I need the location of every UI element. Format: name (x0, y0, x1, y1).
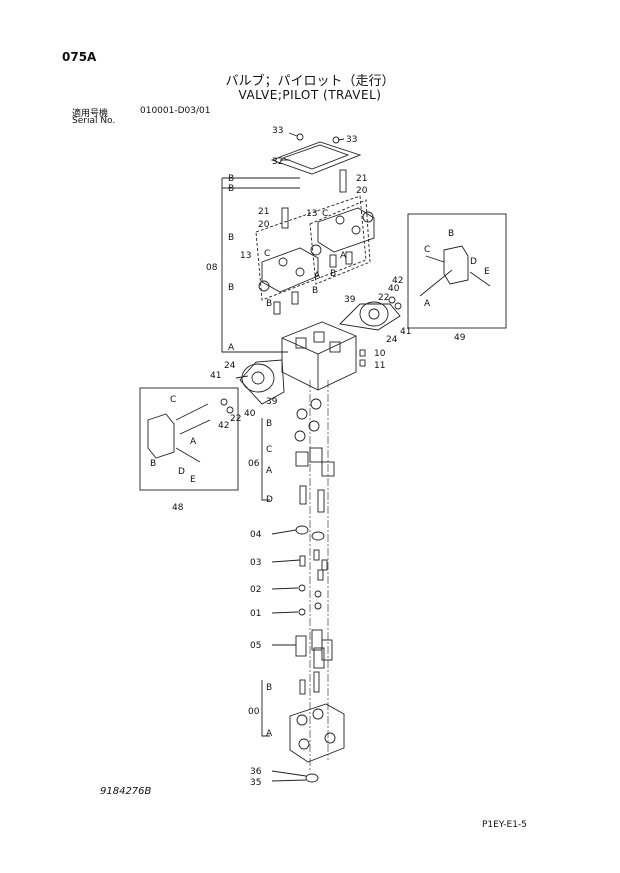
callout-41a: 41 (400, 327, 411, 337)
callout-21a: 21 (356, 174, 367, 184)
detail-box-49 (407, 213, 507, 329)
callout-39b: 39 (266, 397, 278, 407)
valve-block-shape (289, 703, 345, 763)
callout-10: 10 (374, 349, 386, 359)
callout-06-D: D (266, 495, 273, 505)
callout-11: 11 (374, 361, 385, 371)
callout-13b: 13 (240, 251, 251, 261)
callout-48-A: A (190, 437, 197, 447)
callout-03: 03 (250, 558, 261, 568)
callout-48-C: C (170, 395, 176, 405)
callout-22b: 22 (230, 414, 241, 424)
callout-A2: A (314, 271, 321, 281)
callout-39a: 39 (344, 295, 356, 305)
cover-plate-shape (270, 141, 362, 175)
serial-label-english: Serial No. (72, 116, 116, 126)
callout-B3: B (228, 233, 234, 243)
callout-33a: 33 (272, 126, 283, 136)
callout-49-D: D (470, 257, 477, 267)
callout-20b: 20 (258, 220, 270, 230)
callout-01: 01 (250, 609, 261, 619)
callout-06-A: A (266, 466, 273, 476)
callout-C1: C (322, 209, 328, 219)
callout-36: 36 (250, 767, 262, 777)
callout-22a: 22 (378, 293, 389, 303)
page-reference: P1EY-E1-5 (482, 820, 527, 830)
callout-49: 49 (454, 333, 466, 343)
callout-48: 48 (172, 503, 184, 513)
callout-49-E: E (484, 267, 490, 277)
callout-04: 04 (250, 530, 262, 540)
callout-C2: C (264, 249, 270, 259)
callout-42a: 42 (392, 276, 403, 286)
callout-A1: A (340, 251, 347, 261)
callout-42b: 42 (218, 421, 229, 431)
detail-box-48 (139, 387, 239, 491)
callout-B6: B (312, 286, 318, 296)
callout-B5: B (330, 269, 336, 279)
valve-body-shape (281, 321, 357, 391)
callout-06-B: B (266, 419, 272, 429)
callout-35: 35 (250, 778, 261, 788)
callout-48-D: D (178, 467, 185, 477)
callout-05: 05 (250, 641, 261, 651)
callout-24b: 24 (224, 361, 236, 371)
callout-48-B: B (150, 459, 156, 469)
callout-B2: B (228, 184, 234, 194)
callout-20a: 20 (356, 186, 368, 196)
callout-B7: B (266, 299, 272, 309)
callout-41b: 41 (210, 371, 221, 381)
callout-06: 06 (248, 459, 260, 469)
callout-02: 02 (250, 585, 261, 595)
callout-B4: B (228, 283, 234, 293)
callout-00: 00 (248, 707, 260, 717)
callout-40a: 40 (388, 284, 400, 294)
callout-08: 08 (206, 263, 218, 273)
callout-49-A: A (424, 299, 431, 309)
serial-label-japanese: 適用号機 (72, 109, 109, 119)
callout-49-C: C (424, 245, 430, 255)
callout-49-B: B (448, 229, 454, 239)
callout-21b: 21 (258, 207, 269, 217)
callout-13a: 13 (306, 209, 317, 219)
callout-00-A: A (266, 729, 273, 739)
document-number: 9184276B (100, 786, 152, 797)
title-english: VALVE;PILOT (TRAVEL) (238, 88, 382, 102)
callout-33b: 33 (346, 135, 357, 145)
callout-32: 32 (272, 157, 283, 167)
callout-24a: 24 (386, 335, 398, 345)
callout-48-E: E (190, 475, 196, 485)
serial-code: 010001-D03/01 (140, 106, 211, 116)
callout-A3: A (228, 343, 235, 353)
callout-40b: 40 (244, 409, 256, 419)
callout-B1: B (228, 174, 234, 184)
callout-06-C: C (266, 445, 272, 455)
callout-00-B: B (266, 683, 272, 693)
page-code: 075A (62, 50, 97, 64)
title-japanese: バルブ；パイロット（走行） (225, 74, 395, 89)
